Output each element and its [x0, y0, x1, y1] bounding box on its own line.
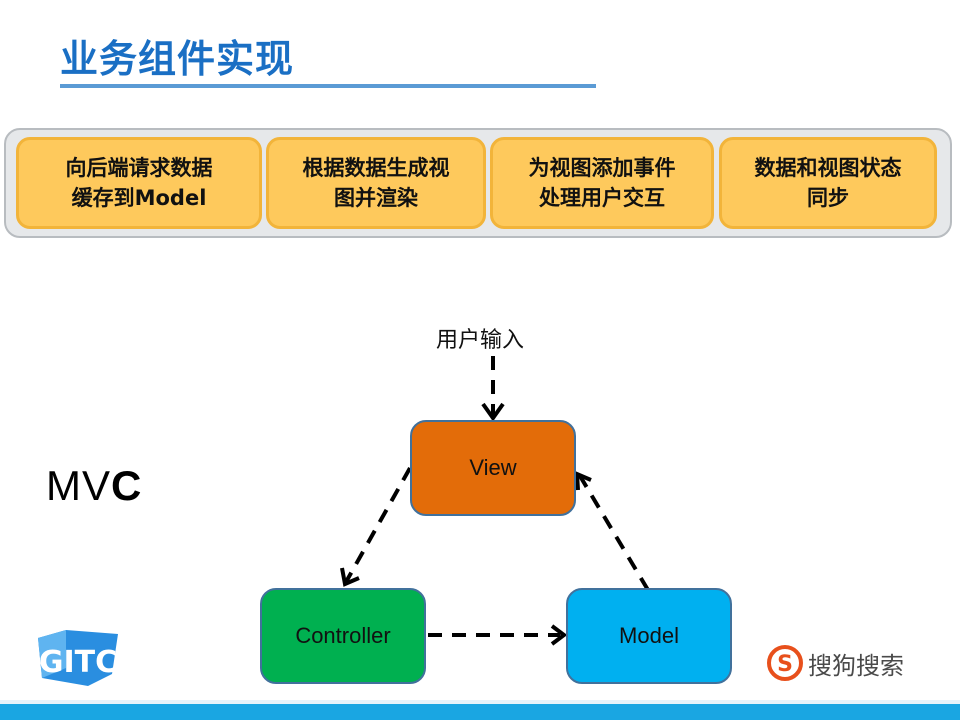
step-line-2: 同步 [807, 186, 849, 210]
controller-label: Controller [295, 623, 391, 648]
edge-model-view [578, 474, 650, 592]
sogou-icon: S [767, 645, 803, 681]
view-label: View [469, 455, 517, 480]
sogou-logo: S 搜狗搜索 [766, 644, 904, 682]
svg-text:S: S [777, 652, 793, 677]
bottom-bar [0, 704, 960, 720]
model-node: Model [566, 588, 732, 684]
title-underline [60, 84, 596, 88]
gitc-logo: GITC [38, 630, 118, 686]
step-card: 为视图添加事件处理用户交互 [490, 137, 714, 229]
step-card: 数据和视图状态同步 [719, 137, 937, 229]
edge-view-controller [344, 467, 412, 583]
page-title: 业务组件实现 [60, 37, 295, 81]
step-line-1: 根据数据生成视 [302, 156, 450, 180]
step-line-2: 缓存到Model [71, 186, 207, 210]
step-line-1: 数据和视图状态 [754, 156, 902, 180]
user-input-label: 用户输入 [436, 328, 525, 353]
controller-node: Controller [260, 588, 426, 684]
arrowhead-view [481, 402, 505, 422]
view-node: View [410, 420, 576, 516]
arrowhead-controller [340, 567, 360, 587]
step-line-2: 图并渲染 [334, 186, 418, 210]
mvc-label-suffix: C [111, 462, 143, 509]
mvc-label: MVC [46, 462, 142, 510]
bottom-bar-highlight [0, 700, 960, 704]
step-card: 向后端请求数据缓存到Model [16, 137, 262, 229]
arrowhead-view-right [574, 470, 592, 491]
step-line-1: 向后端请求数据 [65, 156, 213, 180]
sogou-text: 搜狗搜索 [808, 651, 904, 680]
gitc-logo-text: GITC [39, 645, 117, 680]
mvc-label-prefix: MV [46, 462, 111, 509]
model-label: Model [619, 623, 679, 648]
arrowhead-model [550, 624, 568, 646]
step-line-2: 处理用户交互 [539, 186, 665, 210]
step-card: 根据数据生成视图并渲染 [266, 137, 486, 229]
step-line-1: 为视图添加事件 [528, 156, 676, 180]
